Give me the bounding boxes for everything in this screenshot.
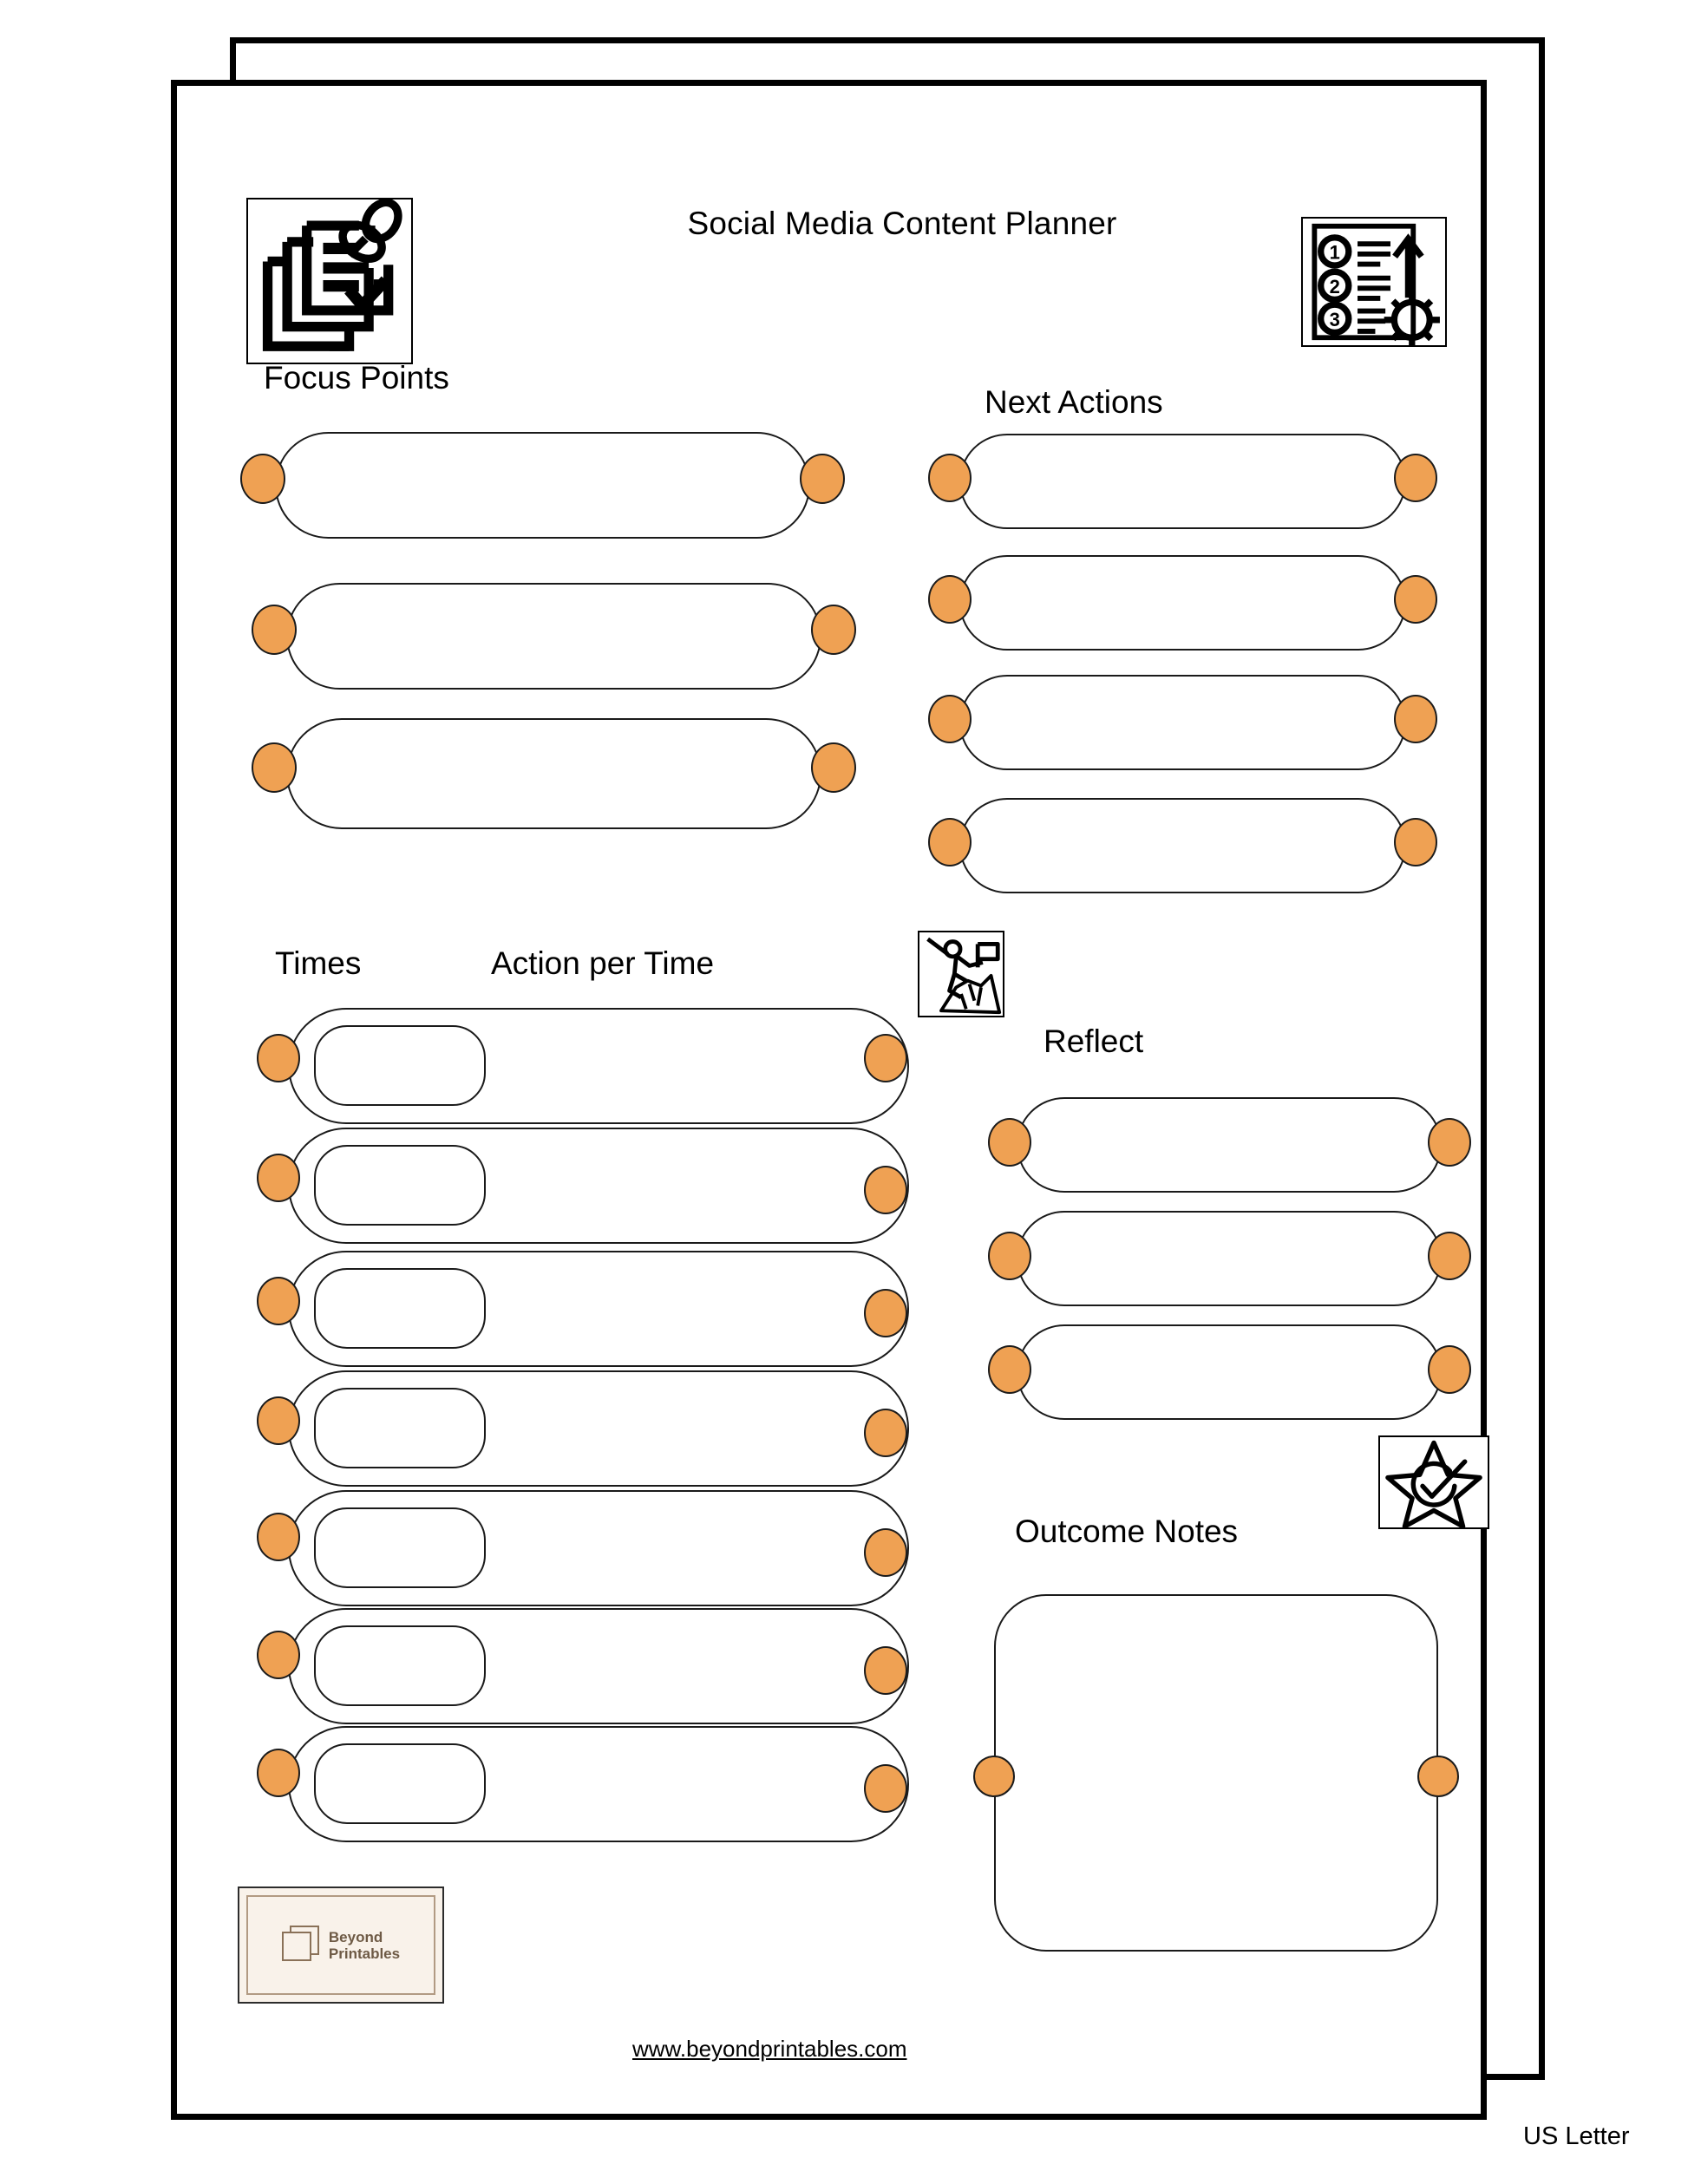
- row-handle-right[interactable]: [1394, 695, 1437, 743]
- section-label-outcome-notes: Outcome Notes: [1015, 1514, 1239, 1549]
- time-input-4[interactable]: [314, 1388, 486, 1468]
- next-actions-row-3[interactable]: [928, 675, 1437, 770]
- time-input-2[interactable]: [314, 1145, 486, 1226]
- numbered-steps-gear-arrow-icon: 1 2 3: [1301, 217, 1447, 347]
- time-input-3[interactable]: [314, 1268, 486, 1349]
- next-actions-row-1[interactable]: [928, 434, 1437, 529]
- svg-text:2: 2: [1330, 276, 1340, 298]
- row-handle-right[interactable]: [864, 1166, 907, 1214]
- star-check-icon: [1378, 1435, 1489, 1529]
- row-handle-right[interactable]: [1417, 1756, 1459, 1797]
- climber-summit-flag-icon: [918, 931, 1004, 1017]
- reflect-row-2[interactable]: [988, 1211, 1471, 1306]
- row-handle-left[interactable]: [257, 1396, 300, 1445]
- row-handle-right[interactable]: [811, 742, 856, 793]
- row-handle-left[interactable]: [928, 695, 972, 743]
- stacked-pages-icon: [281, 1926, 321, 1965]
- row-handle-left[interactable]: [240, 454, 285, 504]
- row-handle-right[interactable]: [864, 1528, 907, 1577]
- outcome-notes-row[interactable]: [973, 1594, 1459, 1952]
- row-handle-left[interactable]: [257, 1034, 300, 1082]
- next-actions-input-2[interactable]: [959, 555, 1406, 651]
- reflect-input-1[interactable]: [1017, 1097, 1442, 1193]
- row-handle-right[interactable]: [800, 454, 845, 504]
- schedule-row-3[interactable]: [257, 1251, 909, 1367]
- brand-logo-frame: [246, 1895, 435, 1995]
- schedule-row-2[interactable]: [257, 1128, 909, 1244]
- row-handle-left[interactable]: [928, 818, 972, 866]
- reflect-input-3[interactable]: [1017, 1324, 1442, 1420]
- outcome-notes-input[interactable]: [994, 1594, 1438, 1952]
- section-label-action-per-time: Action per Time: [491, 945, 715, 981]
- page-front-shape: [281, 1932, 311, 1961]
- row-handle-right[interactable]: [864, 1646, 907, 1695]
- row-handle-right[interactable]: [1428, 1345, 1471, 1394]
- footer-website-link[interactable]: www.beyondprintables.com: [632, 2036, 907, 2062]
- row-handle-left[interactable]: [257, 1277, 300, 1325]
- reflect-row-3[interactable]: [988, 1324, 1471, 1420]
- row-handle-right[interactable]: [864, 1764, 907, 1813]
- schedule-row-5[interactable]: [257, 1490, 909, 1606]
- svg-text:1: 1: [1330, 242, 1340, 264]
- row-handle-right[interactable]: [864, 1409, 907, 1457]
- row-handle-right[interactable]: [811, 605, 856, 655]
- row-handle-right[interactable]: [1428, 1232, 1471, 1280]
- row-handle-left[interactable]: [252, 605, 297, 655]
- row-handle-left[interactable]: [988, 1345, 1031, 1394]
- schedule-row-4[interactable]: [257, 1370, 909, 1487]
- svg-text:3: 3: [1330, 309, 1340, 330]
- schedule-row-1[interactable]: [257, 1008, 909, 1124]
- row-handle-left[interactable]: [252, 742, 297, 793]
- brand-logo-text: Beyond Printables: [329, 1929, 400, 1962]
- next-actions-input-3[interactable]: [959, 675, 1406, 770]
- row-handle-right[interactable]: [1394, 575, 1437, 624]
- next-actions-input-4[interactable]: [959, 798, 1406, 893]
- row-handle-left[interactable]: [257, 1154, 300, 1202]
- row-handle-left[interactable]: [928, 454, 972, 502]
- reflect-row-1[interactable]: [988, 1097, 1471, 1193]
- row-handle-left[interactable]: [928, 575, 972, 624]
- brand-logo: Beyond Printables: [238, 1886, 444, 2004]
- documents-checklist-pin-icon: [246, 198, 413, 364]
- section-label-focus-points: Focus Points: [264, 360, 449, 396]
- brand-name-line2: Printables: [328, 1945, 401, 1962]
- row-handle-right[interactable]: [1394, 818, 1437, 866]
- time-input-5[interactable]: [314, 1507, 486, 1588]
- row-handle-left[interactable]: [988, 1232, 1031, 1280]
- section-label-next-actions: Next Actions: [985, 384, 1163, 420]
- row-handle-left[interactable]: [988, 1118, 1031, 1167]
- focus-points-input-3[interactable]: [286, 718, 821, 829]
- time-input-6[interactable]: [314, 1625, 486, 1706]
- time-input-7[interactable]: [314, 1743, 486, 1824]
- next-actions-input-1[interactable]: [959, 434, 1406, 529]
- row-handle-left[interactable]: [257, 1631, 300, 1679]
- brand-name-line1: Beyond: [328, 1928, 383, 1945]
- paper-size-label: US Letter: [1523, 2122, 1630, 2150]
- row-handle-left[interactable]: [257, 1513, 300, 1561]
- reflect-input-2[interactable]: [1017, 1211, 1442, 1306]
- focus-points-input-1[interactable]: [275, 432, 810, 539]
- row-handle-right[interactable]: [864, 1289, 907, 1337]
- time-input-1[interactable]: [314, 1025, 486, 1106]
- section-label-times: Times: [275, 945, 362, 981]
- row-handle-left[interactable]: [257, 1749, 300, 1797]
- row-handle-left[interactable]: [973, 1756, 1015, 1797]
- section-label-reflect: Reflect: [1044, 1023, 1144, 1059]
- row-handle-right[interactable]: [1394, 454, 1437, 502]
- row-handle-right[interactable]: [864, 1034, 907, 1082]
- schedule-row-7[interactable]: [257, 1726, 909, 1842]
- row-handle-right[interactable]: [1428, 1118, 1471, 1167]
- focus-points-row-3[interactable]: [252, 718, 856, 829]
- schedule-row-6[interactable]: [257, 1608, 909, 1724]
- page-title: Social Media Content Planner: [687, 206, 1117, 241]
- next-actions-row-2[interactable]: [928, 555, 1437, 651]
- focus-points-row-2[interactable]: [252, 583, 856, 690]
- focus-points-row-1[interactable]: [240, 432, 845, 539]
- focus-points-input-2[interactable]: [286, 583, 821, 690]
- next-actions-row-4[interactable]: [928, 798, 1437, 893]
